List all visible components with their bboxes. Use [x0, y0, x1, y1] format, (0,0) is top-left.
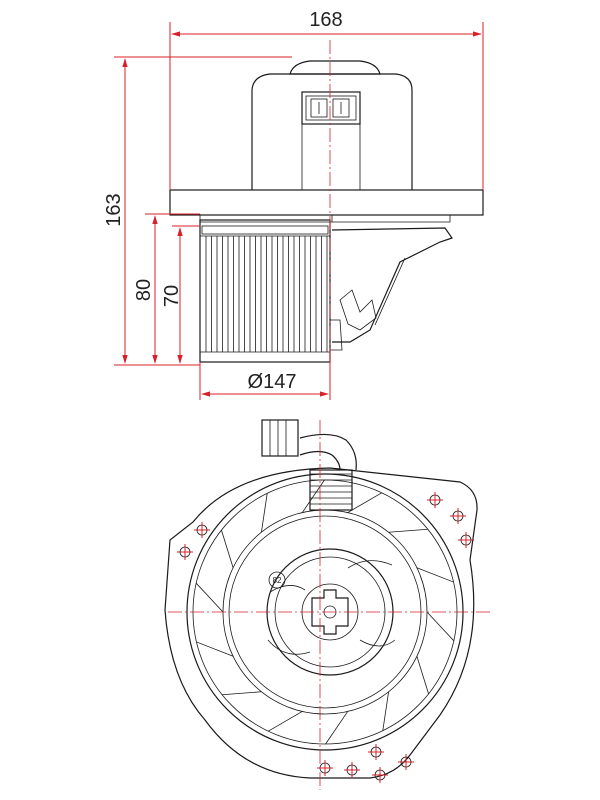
flange-outline — [164, 467, 478, 779]
rib-line — [301, 479, 325, 513]
shaft-hub — [311, 589, 349, 635]
dim-diameter: Ø147 — [248, 371, 297, 393]
rib-line — [382, 691, 389, 731]
dimensions: 168 163 80 70 Ø147 — [103, 9, 484, 400]
rib-line — [426, 611, 455, 642]
rib-line — [222, 691, 262, 696]
side-view — [169, 40, 484, 380]
rib-line — [388, 528, 428, 533]
bottom-view: 82 — [164, 419, 490, 790]
rib-line — [416, 656, 429, 694]
rib-line — [195, 582, 224, 613]
wheel-blades — [205, 236, 328, 352]
motor-mark: 82 — [273, 576, 282, 585]
rib-line — [268, 711, 303, 732]
connector — [301, 91, 361, 190]
housing-ribs — [195, 479, 455, 745]
lead-wire-hose — [261, 419, 357, 511]
dim-width: 168 — [309, 9, 342, 31]
dim-height-wheel-b: 70 — [161, 285, 183, 307]
motor-housing — [251, 73, 413, 190]
rib-line — [347, 492, 382, 513]
rib-line — [416, 567, 454, 583]
screw-holes — [177, 492, 474, 783]
mounting-flange — [169, 189, 484, 216]
blower-wheel — [199, 219, 331, 363]
rib-line — [261, 493, 268, 533]
dim-height-wheel-a: 80 — [133, 279, 155, 301]
rib-line — [221, 530, 234, 568]
rib-line — [196, 641, 234, 657]
dim-height-total: 163 — [103, 193, 125, 226]
mount-bracket — [331, 227, 453, 343]
rib-line — [325, 711, 349, 745]
motor-cap — [289, 60, 381, 75]
